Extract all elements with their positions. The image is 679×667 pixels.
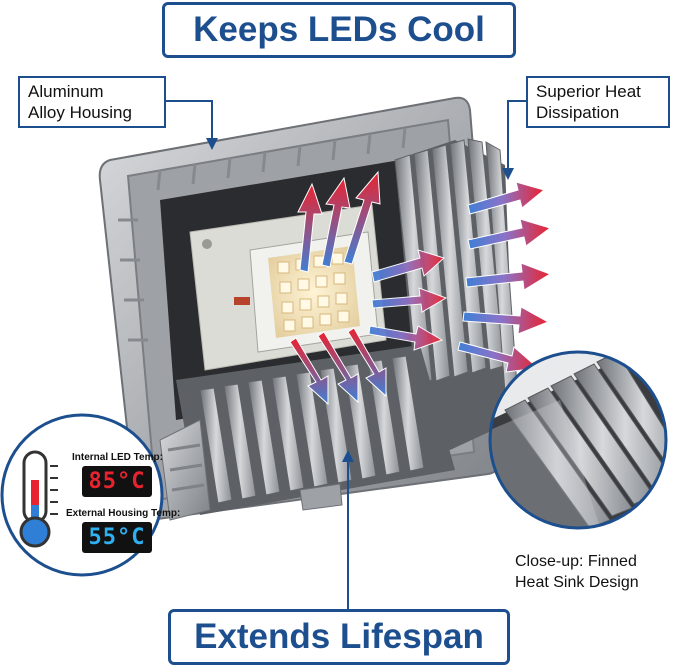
external-temp-display: 55°C (82, 522, 152, 553)
closeup-caption-line-1: Close-up: Finned (515, 553, 637, 570)
internal-temp-label: Internal LED Temp: (72, 452, 163, 463)
thermometer-icon (19, 450, 58, 548)
heat-arrows-right (457, 181, 552, 373)
callout-housing-line-2: Alloy Housing (28, 103, 132, 122)
headline-extends-lifespan: Extends Lifespan (168, 609, 510, 665)
headline-keeps-leds-cool: Keeps LEDs Cool (162, 2, 516, 58)
callout-heat-dissipation: Superior Heat Dissipation (526, 76, 670, 128)
closeup-caption-line-2: Heat Sink Design (515, 574, 639, 591)
callout-arrow-heads (206, 138, 514, 462)
callout-heat-line-2: Dissipation (536, 103, 620, 122)
closeup-magnifier (488, 350, 668, 530)
heat-arrows-mid (368, 249, 448, 351)
internal-temp-display: 85°C (82, 466, 152, 497)
heat-arrows-up (297, 170, 381, 273)
callout-leader-lines (166, 100, 526, 609)
callout-aluminum-housing: Aluminum Alloy Housing (18, 76, 166, 128)
external-temp-label: External Housing Temp: (66, 508, 181, 519)
callout-housing-line-1: Aluminum (28, 82, 104, 101)
mounting-hole (202, 239, 212, 249)
heat-arrows-down (289, 327, 387, 406)
callout-heat-line-1: Superior Heat (536, 82, 641, 101)
closeup-caption: Close-up: Finned Heat Sink Design (515, 551, 675, 593)
